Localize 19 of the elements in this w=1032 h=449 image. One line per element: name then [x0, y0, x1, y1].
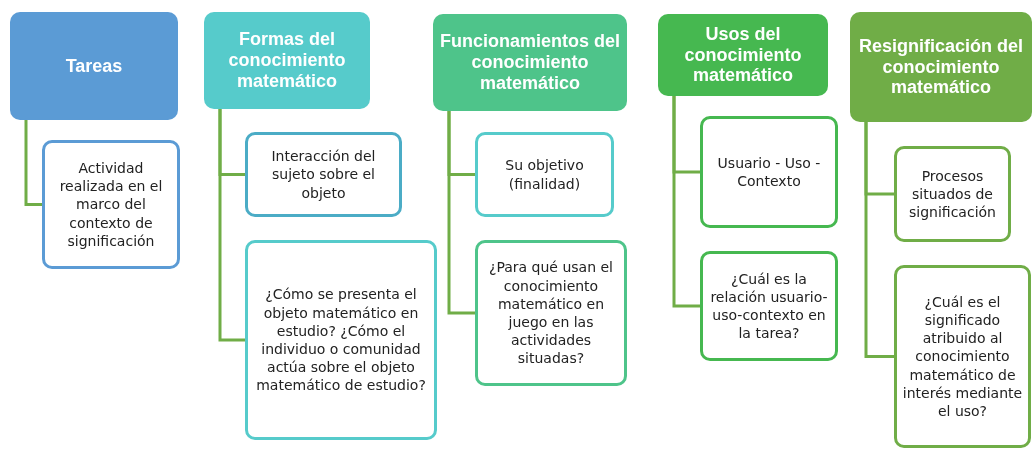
text-box: Su objetivo (finalidad) — [475, 132, 614, 217]
header-box: Tareas — [10, 12, 178, 120]
text-box: ¿Cuál es el significado atribuido al conocimiento matemático de interés mediante el uso? — [894, 265, 1031, 448]
text-box: Interacción del sujeto sobre el objeto — [245, 132, 402, 217]
connector-line — [672, 96, 700, 308]
text-box: Usuario - Uso - Contexto — [700, 116, 838, 228]
text-box: ¿Para qué usan el conocimiento matemático en juego en las actividades situadas? — [475, 240, 627, 386]
header-box: Funcionamientos del conocimiento matemático — [433, 14, 627, 111]
connector-line — [864, 122, 894, 358]
connector-line — [447, 111, 475, 315]
connector-line — [218, 109, 245, 342]
text-box: ¿Cómo se presenta el objeto matemático en estudio? ¿Cómo el individuo o comunidad actúa sobre el objeto matemático de estudio? — [245, 240, 437, 440]
header-box: Formas del conocimiento matemático — [204, 12, 370, 109]
text-box: Actividad realizada en el marco del contexto de significación — [42, 140, 180, 269]
header-box: Usos del conocimiento matemático — [658, 14, 828, 96]
text-box: Procesos situados de significación — [894, 146, 1011, 242]
connector-line — [24, 120, 42, 206]
text-box: ¿Cuál es la relación usuario-uso-contexto en la tarea? — [700, 251, 838, 361]
header-box: Resignificación del conocimiento matemático — [850, 12, 1032, 122]
